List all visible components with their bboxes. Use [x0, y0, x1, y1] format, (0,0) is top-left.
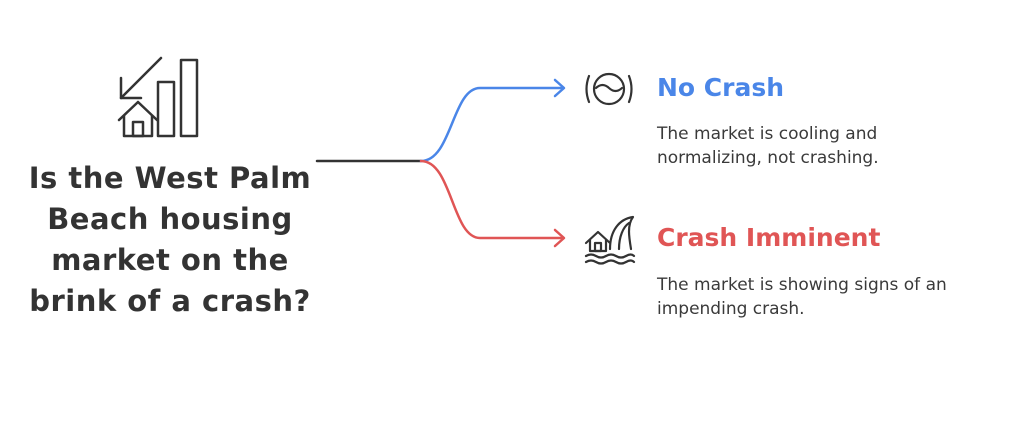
calm-waves-icon: [585, 72, 633, 106]
branch-title-no-crash: No Crash: [657, 73, 785, 102]
branch-connector-crash-imminent: [419, 159, 565, 240]
branch-title-crash-imminent: Crash Imminent: [657, 223, 881, 252]
house-price-decline-icon: [117, 56, 199, 138]
branch-description-no-crash: The market is cooling and normalizing, n…: [657, 124, 879, 168]
branch-connector-no-crash: [419, 86, 565, 163]
arrow-head-no-crash: [553, 78, 566, 98]
arrow-head-crash-imminent: [553, 228, 566, 248]
tsunami-house-icon: [584, 215, 636, 265]
central-question: Is the West Palm Beach housing market on…: [28, 161, 312, 318]
branch-description-crash-imminent: The market is showing signs of an impend…: [657, 275, 947, 319]
